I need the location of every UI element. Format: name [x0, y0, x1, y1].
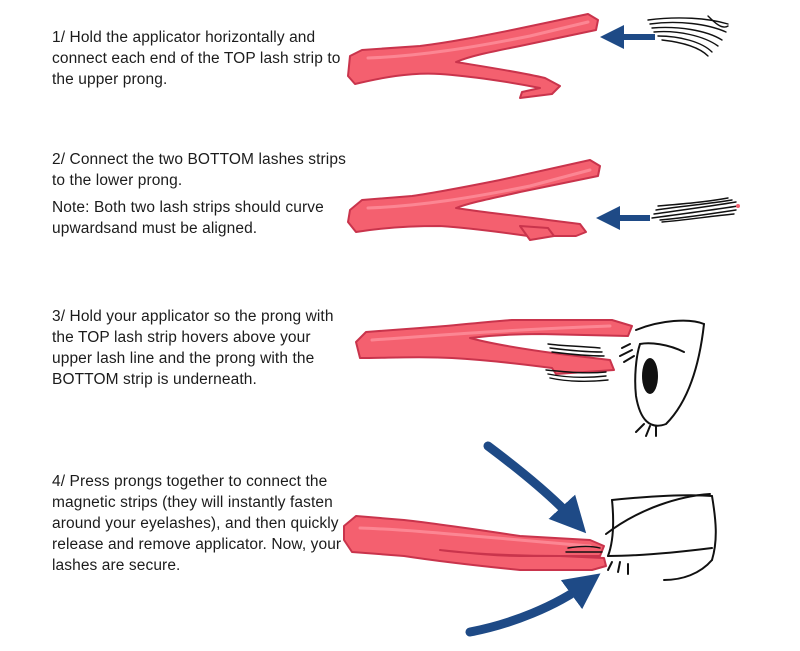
applicator-icon — [355, 319, 633, 375]
step-1-text: 1/ Hold the applicator horizontally and … — [52, 27, 352, 90]
step-1-line: 1/ Hold the applicator horizontally and … — [52, 29, 341, 88]
step-3-line: 3/ Hold your applicator so the prong wit… — [52, 308, 334, 388]
eye-icon — [605, 493, 717, 581]
step-1-illustration — [347, 13, 729, 99]
eye-icon — [619, 319, 705, 437]
lash-strip-icon — [651, 197, 740, 223]
step-2-note: Note: Both two lash strips should curve … — [52, 199, 324, 237]
step-3-text: 3/ Hold your applicator so the prong wit… — [52, 306, 352, 390]
applicator-icon — [347, 159, 601, 237]
step-3-illustration — [355, 319, 705, 437]
step-2-line: 2/ Connect the two BOTTOM lashes strips … — [52, 151, 346, 189]
step-4-text: 4/ Press prongs together to connect the … — [52, 471, 352, 576]
step-4-line: 4/ Press prongs together to connect the … — [52, 473, 342, 574]
lash-strip-icon — [647, 15, 729, 57]
step-2-text: 2/ Connect the two BOTTOM lashes strips … — [52, 149, 352, 239]
lash-strip-icon — [565, 545, 603, 553]
arrow-icon — [483, 441, 587, 534]
step-2-illustration — [347, 159, 740, 241]
step-4-illustration — [343, 441, 717, 637]
lash-strip-icon — [545, 343, 609, 383]
arrow-icon — [465, 573, 601, 637]
